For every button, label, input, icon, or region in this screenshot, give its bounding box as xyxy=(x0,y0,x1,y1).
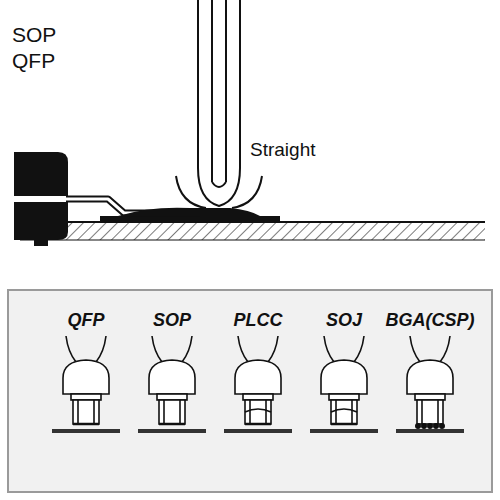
soldering-tip xyxy=(176,0,262,208)
tip-shape xyxy=(52,336,120,433)
tip-type-label: Straight xyxy=(250,138,370,162)
tip-shape xyxy=(224,336,292,433)
pcb-board xyxy=(20,216,485,240)
tip-shape xyxy=(138,336,206,433)
package-name: BGA(CSP) xyxy=(386,310,475,331)
tip-shapes xyxy=(52,336,464,433)
package-name: PLCC xyxy=(234,310,283,331)
package-name: SOJ xyxy=(326,310,362,331)
tip-panel xyxy=(8,290,492,492)
package-name: QFP xyxy=(67,310,104,331)
package-label: SOP QFP xyxy=(12,22,72,75)
tip-shape xyxy=(310,336,378,433)
tip-shape xyxy=(396,336,464,433)
tip-panel-box: QFP SOP PLCC SOJ BGA(CSP) xyxy=(8,290,492,492)
package-name: SOP xyxy=(153,310,191,331)
chip-body xyxy=(14,152,68,246)
solder-fillet xyxy=(118,208,260,216)
